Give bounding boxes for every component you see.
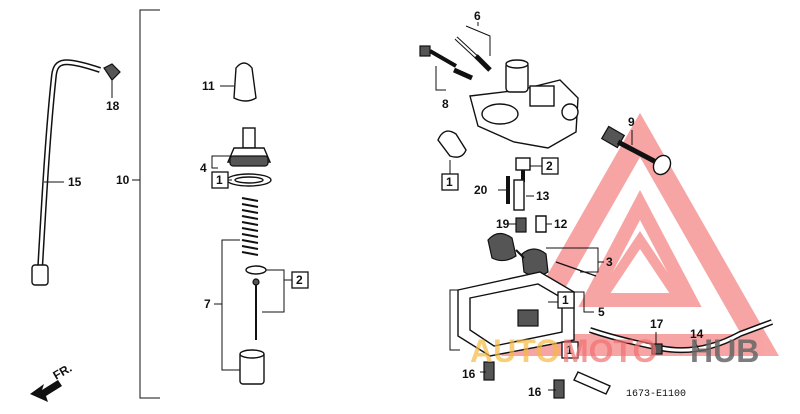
- drain-screw-16: [483, 361, 611, 399]
- diagram-code: 1673-E1100: [626, 389, 686, 400]
- label-12: 12: [554, 217, 568, 231]
- group-bracket-10: [132, 9, 160, 399]
- clip-18: [103, 63, 121, 98]
- label-14: 14: [690, 327, 704, 341]
- ref-box-1c: [557, 291, 575, 309]
- label-11: 11: [202, 79, 215, 93]
- cap-11: [220, 62, 257, 102]
- label-4: 4: [200, 161, 207, 175]
- label-7: 7: [204, 297, 211, 311]
- label-15: 15: [68, 175, 82, 189]
- throttle-valve: [239, 349, 265, 385]
- label-1d: 1: [566, 343, 573, 357]
- needle-jet-holder: [515, 157, 531, 182]
- label-16a: 16: [462, 367, 476, 381]
- ref-box-1d: [561, 341, 579, 359]
- label-1c: 1: [562, 293, 569, 307]
- label-1b: 1: [446, 175, 453, 189]
- ref-box-1b: [441, 173, 459, 191]
- ref-box-2b: [541, 157, 559, 175]
- watermark-moto: MOTO: [562, 333, 657, 369]
- o-ring: [437, 130, 467, 158]
- spring: [241, 196, 259, 258]
- label-20: 20: [474, 183, 488, 197]
- carburetor-body: [469, 59, 579, 149]
- label-2b: 2: [546, 159, 553, 173]
- watermark-auto: AUTO: [470, 333, 560, 369]
- label-13: 13: [536, 189, 550, 203]
- ref-box-1a: [211, 171, 229, 189]
- ref-box-2a: [291, 271, 309, 289]
- label-16b: 16: [528, 385, 542, 399]
- watermark-hub: HUB: [690, 333, 759, 369]
- label-18: 18: [106, 99, 120, 113]
- direction-label: FR.: [51, 361, 75, 383]
- label-3: 3: [606, 255, 613, 269]
- label-19: 19: [496, 217, 510, 231]
- label-1a: 1: [216, 173, 223, 187]
- screw-8: [419, 45, 474, 81]
- label-17: 17: [650, 317, 664, 331]
- label-5: 5: [598, 305, 605, 319]
- label-10: 10: [116, 173, 130, 187]
- jet-13-20: [506, 176, 525, 211]
- float-bowl-5: [457, 271, 575, 357]
- bracket-7: [221, 239, 240, 371]
- float-3: [487, 232, 597, 277]
- jet-9: [600, 125, 672, 176]
- top-cap-4: [226, 127, 272, 187]
- jet-19-12: [515, 215, 547, 233]
- direction-arrow: [30, 380, 62, 402]
- jet-needle: [245, 265, 267, 340]
- label-6: 6: [474, 9, 481, 23]
- screw-6: [454, 36, 492, 72]
- drain-tube-14: [589, 319, 774, 355]
- label-9: 9: [628, 115, 635, 129]
- label-2a: 2: [296, 273, 303, 287]
- label-8: 8: [442, 97, 449, 111]
- fuel-tube-15: [31, 59, 101, 286]
